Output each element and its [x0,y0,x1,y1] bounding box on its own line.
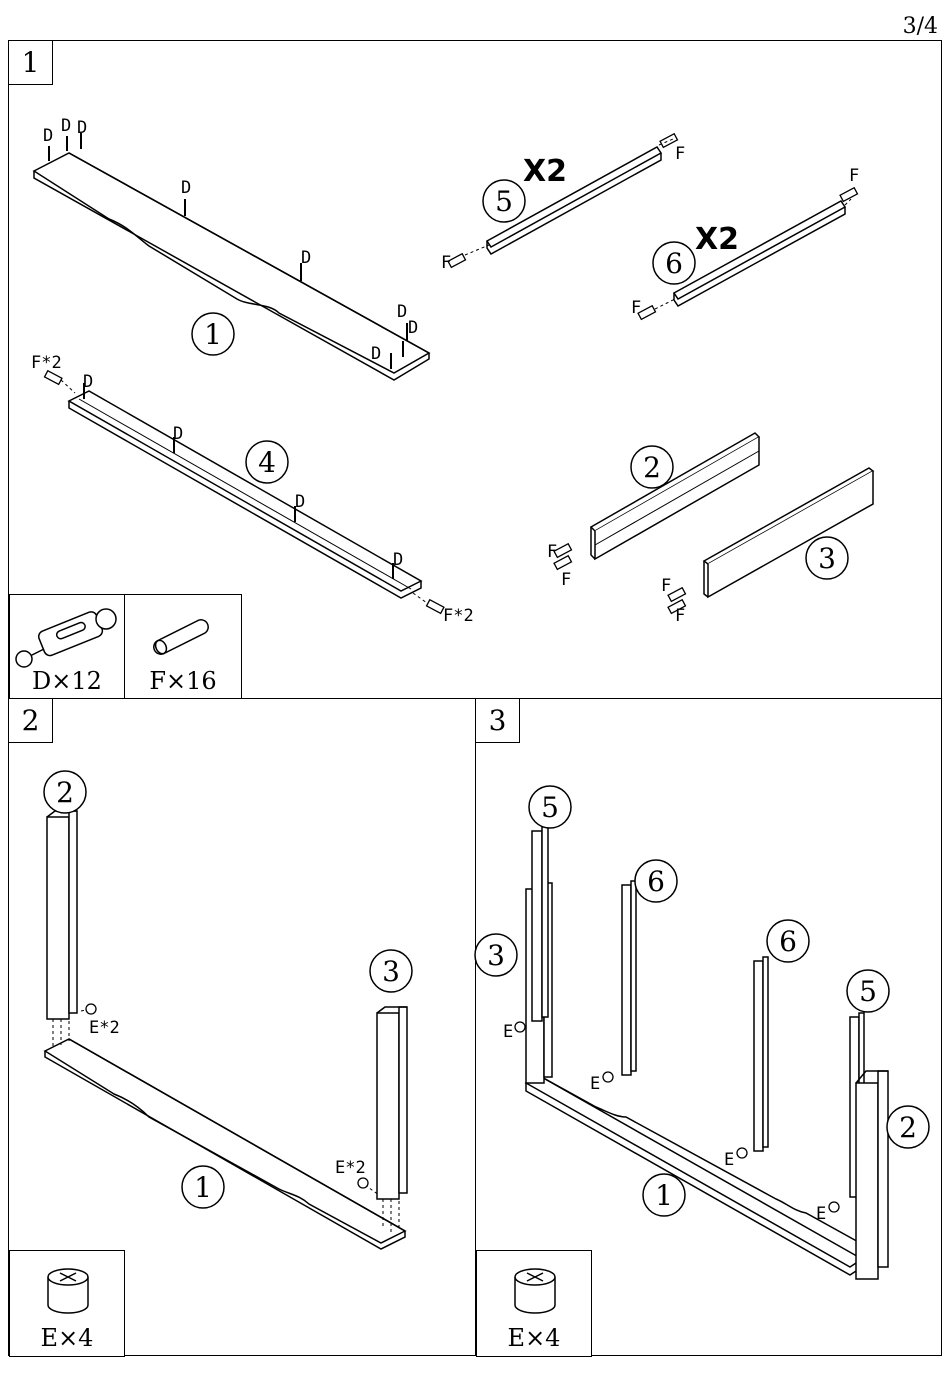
part-3-label: 3 [487,939,505,972]
step-2-panel: 2 2 3 1 E*2 [8,698,476,1356]
bolt-d-label: D [61,116,71,136]
cam-e-label: E [503,1022,513,1042]
dowel-f2-label: F*2 [31,353,62,373]
part-3-board [377,1013,399,1199]
hardware-e-box: E×4 [476,1250,592,1357]
part-1-board [526,1075,862,1267]
part-6-label: 6 [779,925,797,958]
hardware-f-label: F×16 [125,667,241,695]
dowel-f-label: F [441,253,451,273]
step-1-panel: 1 [8,40,942,699]
bolt-d-label: D [301,248,311,268]
dowel-f-label: F [675,144,685,164]
dowel-f-label: F [849,166,859,186]
quantity-x2-label: X2 [523,154,567,189]
part-4-board [69,391,421,591]
cam-e-label: E [816,1204,826,1224]
part-5-label: 5 [859,975,877,1008]
part-2-board [47,817,69,1019]
hardware-d-box: D×12 [9,594,125,700]
part-1-label: 1 [194,1171,212,1204]
part-6-board [622,885,631,1075]
bolt-d-label: D [408,318,418,338]
bolt-d-label: D [83,372,93,392]
cam-e2-label: E*2 [335,1158,366,1178]
part-2-label: 2 [56,776,74,809]
dowel-f-label: F [547,542,557,562]
part-1-label: 1 [204,318,222,351]
dowel-f-label: F [675,606,685,626]
part-6-label: 6 [665,247,683,280]
bolt-d-label: D [295,492,305,512]
cam-e2-label: E*2 [89,1018,120,1038]
part-5-board [532,831,542,1021]
part-4-label: 4 [258,446,276,479]
hardware-f-box: F×16 [124,594,242,700]
hardware-e-label: E×4 [477,1324,591,1352]
bolt-d-label: D [181,178,191,198]
bolt-d-label: D [43,126,53,146]
step-3-panel: 3 [475,698,942,1356]
part-3-label: 3 [818,542,836,575]
dowel-f-label: F [631,298,641,318]
part-3-label: 3 [382,955,400,988]
bolt-d-label: D [397,302,407,322]
dowel-f2-label: F*2 [443,606,474,626]
part-2-board [856,1083,878,1279]
hardware-e-box: E×4 [9,1250,125,1357]
bolt-d-label: D [173,424,183,444]
part-2-label: 2 [643,451,661,484]
hardware-d-label: D×12 [10,667,124,695]
cam-e-label: E [724,1150,734,1170]
quantity-x2-label: X2 [695,222,739,257]
bolt-d-label: D [393,550,403,570]
page-number: 3/4 [903,14,938,39]
part-6-label: 6 [647,865,665,898]
part-1-label: 1 [655,1179,673,1212]
part-5-label: 5 [495,185,513,218]
part-2-label: 2 [899,1111,917,1144]
bolt-d-label: D [77,118,87,138]
bolt-d-label: D [371,344,381,364]
part-6-board [754,961,763,1151]
cam-e-label: E [590,1074,600,1094]
dowel-f-label: F [561,570,571,590]
hardware-e-label: E×4 [10,1324,124,1352]
dowel-f-label: F [661,576,671,596]
part-5-label: 5 [541,791,559,824]
part-1-board [45,1039,405,1243]
part-2-board [591,433,759,531]
